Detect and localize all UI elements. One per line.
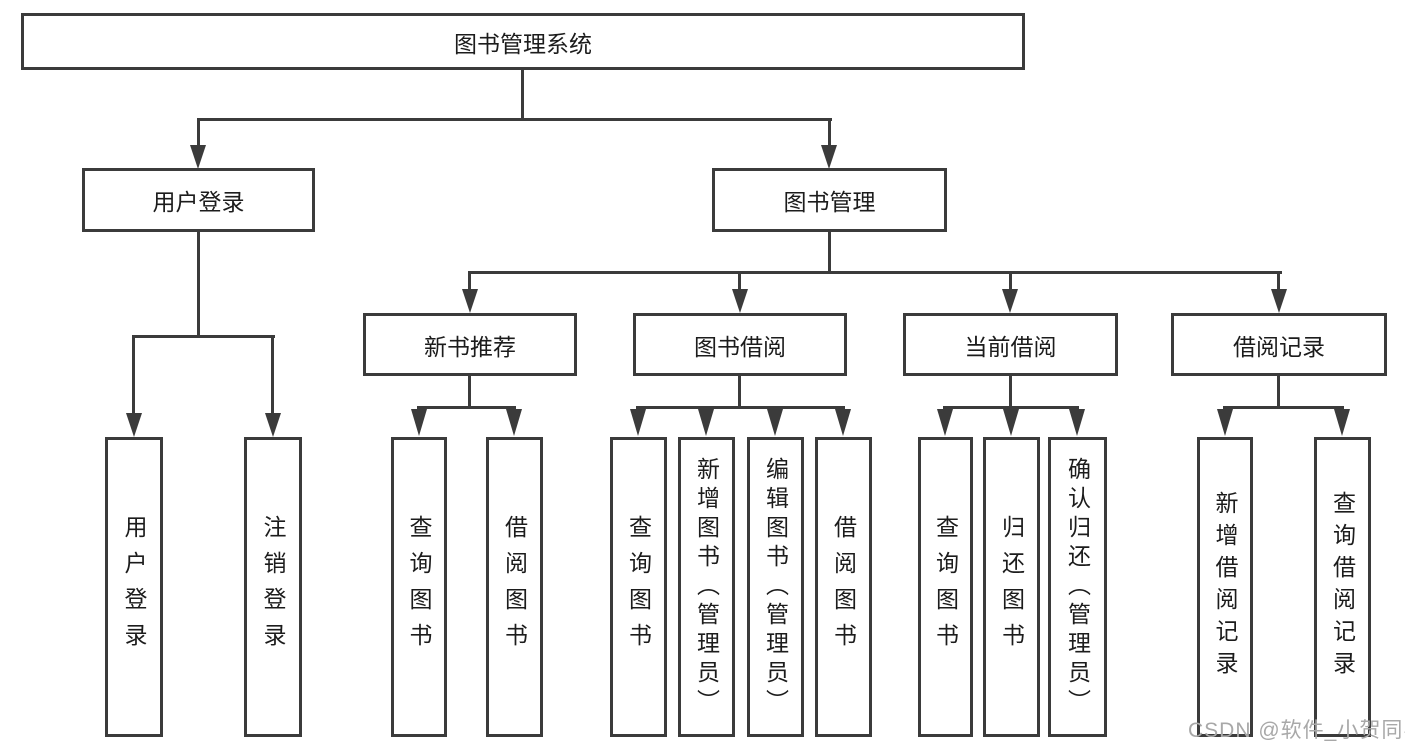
arrowhead-down-icon	[1217, 409, 1233, 436]
leaf-bb-add-book: 新增图书（管理员）	[678, 437, 735, 737]
connector-user-login-horizontal	[132, 335, 275, 338]
connector-nbr-horizontal	[417, 406, 516, 409]
node-user-login: 用户登录	[82, 168, 315, 232]
arrowhead-down-icon	[462, 289, 478, 313]
leaf-label: 借阅图书	[501, 515, 528, 659]
leaf-cb-query-book: 查询图书	[918, 437, 973, 737]
node-label: 当前借阅	[964, 333, 1057, 360]
arrowhead-down-icon	[732, 289, 748, 313]
connector-br-vertical	[1277, 376, 1280, 408]
connector-cb-vertical	[1009, 376, 1012, 408]
leaf-label: 借阅图书	[830, 515, 857, 659]
connector-stub-current-borrow	[1009, 271, 1012, 293]
csdn-watermark: CSDN @软件_小贺同学	[1188, 719, 1405, 742]
connector-user-login-vertical	[197, 232, 200, 338]
node-label: 图书管理	[783, 189, 876, 215]
leaf-nb-borrow-book: 借阅图书	[486, 437, 543, 737]
connector-cb-horizontal	[943, 406, 1079, 409]
arrowhead-down-icon	[265, 413, 281, 437]
leaf-label: 归还图书	[998, 515, 1025, 659]
node-new-book-recommend: 新书推荐	[363, 313, 577, 376]
leaf-user-login: 用户登录	[105, 437, 163, 737]
connector-root-horizontal	[197, 118, 832, 121]
arrowhead-down-icon	[126, 413, 142, 437]
leaf-cb-confirm-return: 确认归还（管理员）	[1048, 437, 1107, 737]
leaf-label: 用户登录	[121, 515, 147, 659]
leaf-bb-query-book: 查询图书	[610, 437, 667, 737]
arrowhead-down-icon	[630, 409, 646, 436]
leaf-label: 查询图书	[932, 515, 959, 659]
connector-bb-horizontal	[636, 406, 845, 409]
arrowhead-down-icon	[1271, 289, 1287, 313]
connector-bb-vertical	[738, 376, 741, 408]
node-book-management: 图书管理	[712, 168, 947, 232]
arrowhead-down-icon	[411, 409, 427, 436]
node-label: 图书管理系统	[454, 30, 592, 57]
connector-stub-leaf-user-login	[132, 335, 135, 415]
node-label: 用户登录	[152, 189, 245, 215]
connector-stub-book-borrow	[738, 271, 741, 293]
leaf-bb-borrow-book: 借阅图书	[815, 437, 872, 737]
connector-stub-new-book-recommend	[468, 271, 471, 293]
connector-book-management-horizontal	[468, 271, 1282, 274]
connector-stub-borrow-record	[1277, 271, 1280, 293]
arrowhead-down-icon	[1003, 409, 1019, 436]
connector-stub-leaf-logout	[271, 335, 274, 415]
leaf-label: 编辑图书（管理员）	[762, 456, 789, 718]
node-book-borrow: 图书借阅	[633, 313, 847, 376]
arrowhead-down-icon	[821, 145, 837, 169]
arrowhead-down-icon	[190, 145, 206, 169]
leaf-label: 注销登录	[260, 515, 286, 659]
node-borrow-record: 借阅记录	[1171, 313, 1387, 376]
leaf-label: 查询图书	[406, 515, 432, 659]
arrowhead-down-icon	[506, 409, 522, 436]
arrowhead-down-icon	[937, 409, 953, 436]
leaf-label: 新增图书（管理员）	[693, 456, 720, 718]
leaf-logout: 注销登录	[244, 437, 302, 737]
connector-stub-book-management	[828, 118, 831, 150]
leaf-br-add-record: 新增借阅记录	[1197, 437, 1253, 737]
leaf-label: 查询图书	[625, 515, 652, 659]
arrowhead-down-icon	[835, 409, 851, 436]
leaf-label: 确认归还（管理员）	[1064, 456, 1091, 718]
leaf-label: 新增借阅记录	[1212, 491, 1238, 683]
arrowhead-down-icon	[767, 409, 783, 436]
leaf-nb-query-book: 查询图书	[391, 437, 447, 737]
arrowhead-down-icon	[1002, 289, 1018, 313]
leaf-cb-return-book: 归还图书	[983, 437, 1040, 737]
connector-nbr-vertical	[468, 376, 471, 408]
connector-root-vertical	[521, 70, 524, 120]
node-root-library-system: 图书管理系统	[21, 13, 1025, 70]
leaf-label: 查询借阅记录	[1329, 491, 1356, 683]
connector-book-management-vertical	[828, 232, 831, 274]
arrowhead-down-icon	[698, 409, 714, 436]
node-label: 图书借阅	[694, 333, 786, 360]
arrowhead-down-icon	[1069, 409, 1085, 436]
leaf-bb-edit-book: 编辑图书（管理员）	[747, 437, 804, 737]
leaf-br-query-record: 查询借阅记录	[1314, 437, 1371, 737]
arrowhead-down-icon	[1334, 409, 1350, 436]
connector-br-horizontal	[1223, 406, 1344, 409]
node-label: 新书推荐	[424, 333, 516, 360]
node-current-borrow: 当前借阅	[903, 313, 1118, 376]
connector-stub-user-login	[197, 118, 200, 150]
node-label: 借阅记录	[1233, 333, 1325, 360]
